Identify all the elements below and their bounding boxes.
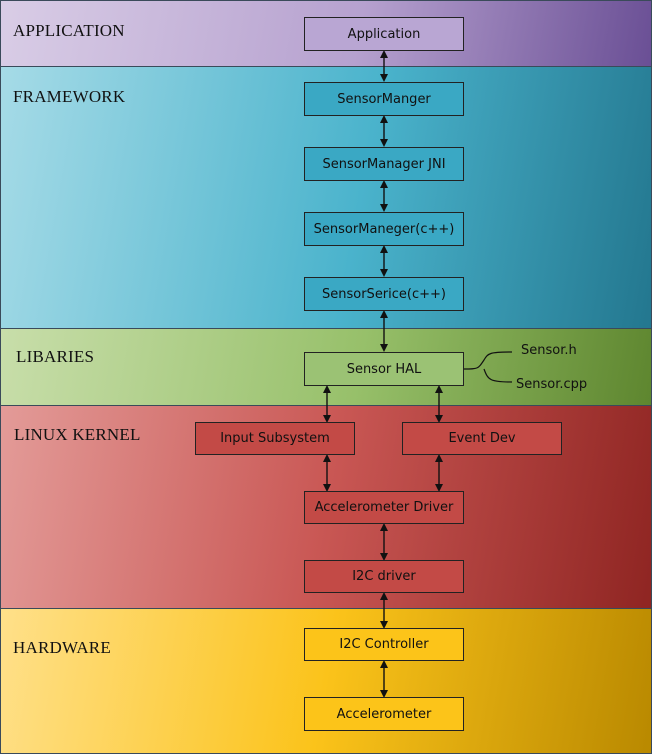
hardware-layer-title: HARDWARE: [13, 638, 111, 657]
accelerometer-driver-box: Accelerometer Driver: [304, 491, 464, 524]
accelerometer-box: Accelerometer: [304, 697, 464, 731]
input-subsystem-box: Input Subsystem: [195, 422, 355, 455]
sensor-manager-cpp-box: SensorManeger(c++): [304, 212, 464, 246]
i2c-controller-box: I2C Controller: [304, 628, 464, 661]
sensor-h-file: Sensor.h: [521, 343, 577, 358]
libraries-layer-title: LIBARIES: [16, 347, 95, 366]
event-dev-box: Event Dev: [402, 422, 562, 455]
application-box: Application: [304, 17, 464, 51]
framework-layer-title: FRAMEWORK: [13, 87, 126, 106]
application-layer: APPLICATION: [0, 0, 652, 67]
application-layer-title: APPLICATION: [13, 21, 125, 40]
sensor-hal-box: Sensor HAL: [304, 352, 464, 386]
i2c-driver-box: I2C driver: [304, 560, 464, 593]
sensor-service-cpp-box: SensorSerice(c++): [304, 277, 464, 311]
sensor-manager-jni-box: SensorManager JNI: [304, 147, 464, 181]
sensor-manager-box: SensorManger: [304, 82, 464, 116]
kernel-layer-title: LINUX KERNEL: [14, 425, 141, 444]
hal-files-brace: [463, 351, 513, 383]
sensor-cpp-file: Sensor.cpp: [516, 377, 588, 392]
